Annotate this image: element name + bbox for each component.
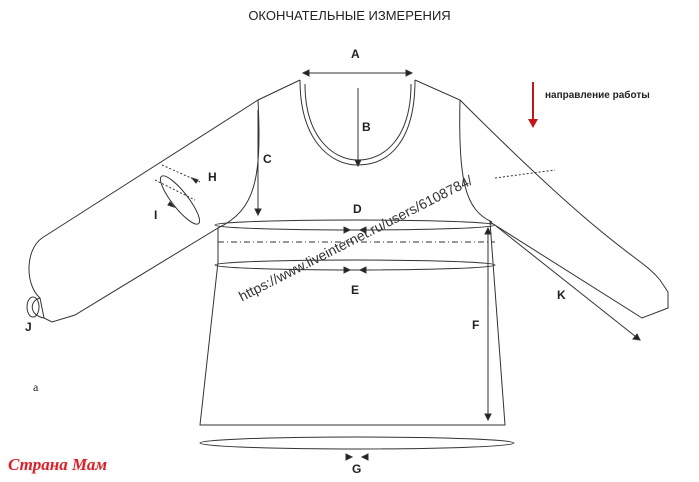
dimension-arrows (167, 69, 641, 461)
label-j: J (25, 320, 32, 334)
figure-letter: a (33, 380, 39, 394)
logo: Страна Мам (8, 455, 108, 474)
hem-ellipse (199, 436, 515, 450)
body-outline (28, 79, 669, 426)
label-g: G (352, 462, 362, 476)
diagram-title: ОКОНЧАТЕЛЬНЫЕ ИЗМЕРЕНИЯ (248, 8, 451, 23)
label-f: F (472, 318, 480, 332)
label-b: B (362, 120, 371, 134)
chest-ellipse (214, 219, 496, 231)
direction-label: направление работы (545, 90, 650, 101)
label-k: K (557, 288, 566, 302)
waist-ellipse (214, 259, 496, 271)
label-i: I (154, 208, 158, 222)
label-h: H (208, 170, 217, 184)
label-d: D (353, 202, 362, 216)
label-a: A (351, 47, 360, 61)
label-c: C (263, 152, 272, 166)
label-e: E (351, 283, 360, 297)
